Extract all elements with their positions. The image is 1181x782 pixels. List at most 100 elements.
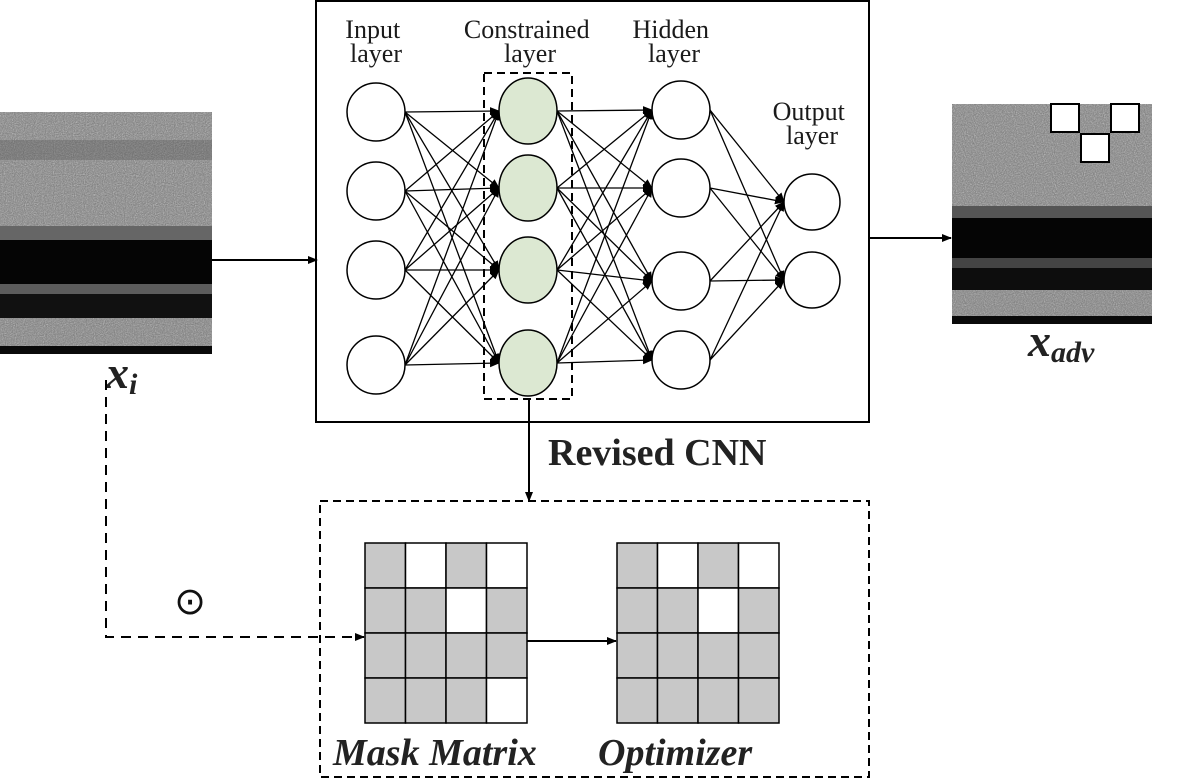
mask-matrix-label: Mask Matrix xyxy=(332,732,537,774)
optimizer-matrix-cell-2-2 xyxy=(656,587,699,634)
hidden-node-4 xyxy=(651,330,711,390)
constrained-layer-label-line2: layer xyxy=(504,39,556,68)
connection-hidden-4-to-output-2 xyxy=(709,279,785,361)
output-layer-label: Output layer xyxy=(773,97,852,150)
input-layer-label-line1: Input xyxy=(345,15,401,44)
mask-matrix-cell-4-3 xyxy=(445,677,488,724)
connection-hidden-2-to-output-2 xyxy=(709,187,785,281)
constrained-layer-label: Constrained layer xyxy=(464,15,596,68)
input-subscript: i xyxy=(129,368,138,401)
mask-matrix-cell-3-1 xyxy=(364,632,407,679)
mask-matrix-cell-2-3 xyxy=(445,587,488,634)
output-image xyxy=(952,103,1152,324)
output-subscript: adv xyxy=(1051,336,1095,369)
input-symbol: xi xyxy=(105,347,138,401)
input-layer-label-line2: layer xyxy=(350,39,402,68)
network-title: Revised CNN xyxy=(548,432,766,474)
network-nodes xyxy=(346,77,841,397)
optimizer-matrix-cell-1-1 xyxy=(616,542,659,589)
mask-matrix-cell-3-3 xyxy=(445,632,488,679)
mask-matrix-cell-4-4 xyxy=(485,677,528,724)
hidden-node-2 xyxy=(651,158,711,218)
optimizer-matrix-cell-2-3 xyxy=(697,587,740,634)
svg-text:xadv: xadv xyxy=(1027,315,1095,369)
connection-input-3-to-constrained-1 xyxy=(404,110,500,271)
input-image xyxy=(0,112,212,354)
optimizer-matrix-cell-3-3 xyxy=(697,632,740,679)
hidden-node-3 xyxy=(651,251,711,311)
connection-constrained-2-to-hidden-4 xyxy=(556,187,653,361)
connection-constrained-3-to-hidden-1 xyxy=(556,109,653,271)
output-node-1 xyxy=(783,173,841,231)
hidden-layer-label-line1: Hidden xyxy=(632,15,709,44)
connection-input-2-to-constrained-1 xyxy=(404,110,500,192)
network-box xyxy=(315,0,870,423)
connection-hidden-1-to-output-1 xyxy=(709,109,785,203)
connection-constrained-4-to-hidden-1 xyxy=(556,109,653,364)
connection-constrained-1-to-hidden-1 xyxy=(556,106,653,115)
hidden-node-1 xyxy=(651,80,711,140)
hidden-layer-label-line2: layer xyxy=(648,39,700,68)
connection-hidden-3-to-output-1 xyxy=(709,201,785,282)
optimizer-matrix-cell-3-1 xyxy=(616,632,659,679)
mask-matrix-cell-1-1 xyxy=(364,542,407,589)
input-layer-label: Input layer xyxy=(345,15,406,68)
optimizer-matrix-cell-4-2 xyxy=(656,677,699,724)
optimizer-matrix-cell-1-2 xyxy=(656,542,699,589)
optimizer-matrix-cell-4-1 xyxy=(616,677,659,724)
optimizer-matrix-cell-1-4 xyxy=(737,542,780,589)
constrained-node-4 xyxy=(498,329,558,397)
dashed-path-input-to-mask xyxy=(105,380,365,641)
output-symbol: xadv xyxy=(1027,315,1095,369)
mask-matrix-cell-4-2 xyxy=(404,677,447,724)
connection-constrained-2-to-hidden-3 xyxy=(556,187,653,282)
optimizer-matrix-cell-4-3 xyxy=(697,677,740,724)
mask-matrix-cell-1-4 xyxy=(485,542,528,589)
optimizer-matrix-cell-1-3 xyxy=(697,542,740,589)
connection-constrained-3-to-hidden-2 xyxy=(556,187,653,271)
hadamard-operator-symbol: ⊙ xyxy=(174,579,206,623)
input-node-4 xyxy=(346,335,406,395)
hadamard-operator: ⊙ xyxy=(174,579,206,623)
input-node-1 xyxy=(346,82,406,142)
connection-input-1-to-constrained-1 xyxy=(404,107,500,116)
connection-input-1-to-constrained-2 xyxy=(404,111,500,189)
svg-text:xi: xi xyxy=(105,347,138,401)
output-layer-label-line1: Output xyxy=(773,97,846,126)
mask-matrix-cell-2-4 xyxy=(485,587,528,634)
connection-hidden-2-to-output-1 xyxy=(709,187,785,205)
output-layer-label-line2: layer xyxy=(786,121,838,150)
connection-constrained-1-to-hidden-3 xyxy=(556,110,653,282)
mask-matrix-cell-2-2 xyxy=(404,587,447,634)
output-node-2 xyxy=(783,251,841,309)
optimizer-matrix-cell-4-4 xyxy=(737,677,780,724)
optimizer-matrix-cell-2-1 xyxy=(616,587,659,634)
optimizer-matrix-cell-2-4 xyxy=(737,587,780,634)
input-node-3 xyxy=(346,240,406,300)
mask-matrix-cell-4-1 xyxy=(364,677,407,724)
optimizer-matrix-cell-3-4 xyxy=(737,632,780,679)
constrained-node-3 xyxy=(498,236,558,304)
mask-matrix-cell-2-1 xyxy=(364,587,407,634)
constrained-node-2 xyxy=(498,154,558,222)
mask-matrix-cell-1-2 xyxy=(404,542,447,589)
input-node-2 xyxy=(346,161,406,221)
output-var: x xyxy=(1027,315,1051,366)
connection-input-3-to-constrained-2 xyxy=(404,187,500,271)
mask-matrix-cell-3-2 xyxy=(404,632,447,679)
optimizer-matrix xyxy=(616,542,780,724)
mask-matrix-cell-1-3 xyxy=(445,542,488,589)
constrained-layer-label-line1: Constrained xyxy=(464,15,590,44)
connection-constrained-4-to-hidden-2 xyxy=(556,187,653,364)
input-var: x xyxy=(105,347,129,398)
optimizer-matrix-cell-3-2 xyxy=(656,632,699,679)
constrained-node-1 xyxy=(498,77,558,145)
network-connections xyxy=(404,106,785,368)
hidden-layer-label: Hidden layer xyxy=(632,15,715,68)
mask-optimizer-box xyxy=(319,500,870,778)
mask-matrix xyxy=(364,542,528,724)
mask-matrix-cell-3-4 xyxy=(485,632,528,679)
connection-hidden-4-to-output-1 xyxy=(709,201,785,361)
optimizer-label: Optimizer xyxy=(598,732,753,774)
